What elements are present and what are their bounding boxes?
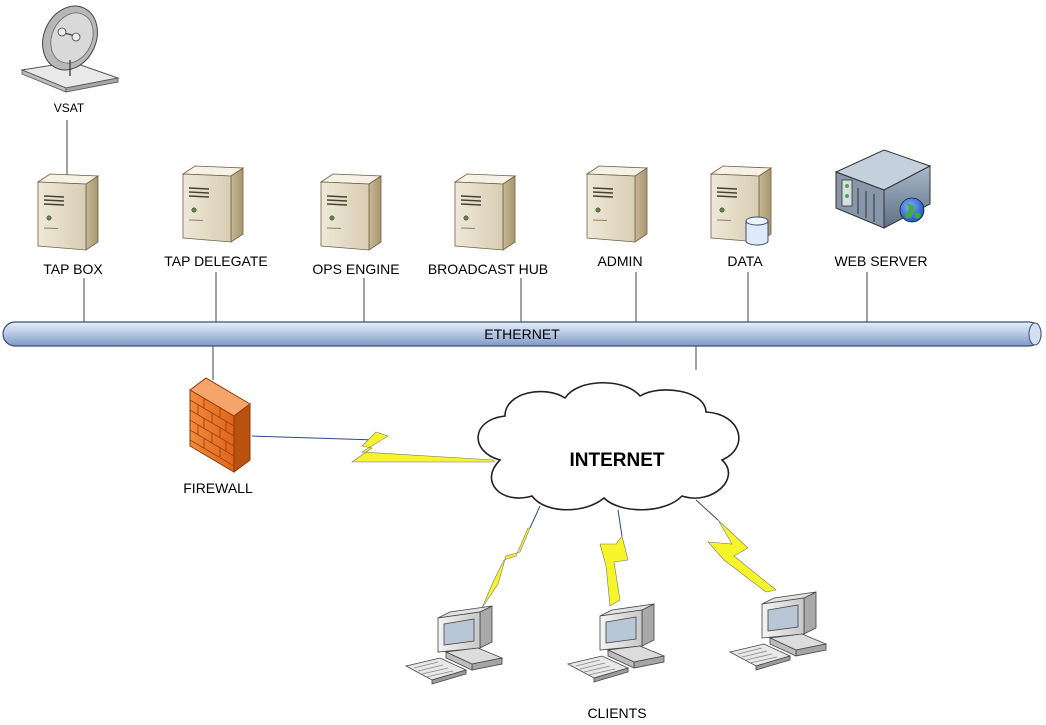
tower-server-icon [182, 165, 244, 243]
data-label: DATA [727, 253, 763, 269]
lightning-link-client-2 [599, 509, 629, 607]
rack-server-icon [834, 149, 932, 229]
web-server-node: WEB SERVER [834, 149, 932, 269]
cloud-icon [477, 381, 740, 511]
globe-icon [899, 197, 925, 223]
ops-engine-node: OPS ENGINE [312, 173, 400, 277]
tower-server-icon [586, 165, 648, 243]
tower-server-icon [37, 173, 99, 251]
wireless-links [251, 431, 777, 609]
firewall-icon [189, 377, 251, 473]
data-node: DATA [710, 165, 772, 269]
web-server-label: WEB SERVER [834, 253, 927, 269]
ethernet-label: ETHERNET [484, 326, 560, 342]
tap-box-node: TAP BOX [37, 173, 103, 277]
clients-group: CLIENTS [405, 591, 827, 721]
internet-label: INTERNET [570, 450, 665, 471]
vsat-node: VSAT [20, 5, 120, 115]
tap-delegate-node: TAP DELEGATE [164, 165, 268, 269]
tower-server-icon [320, 173, 382, 251]
tap-box-label: TAP BOX [43, 261, 103, 277]
firewall-node: FIREWALL [183, 377, 253, 496]
desktop-computer-icon [567, 603, 665, 683]
tap-delegate-label: TAP DELEGATE [164, 253, 267, 269]
lightning-link-firewall [251, 431, 495, 463]
database-icon [745, 216, 769, 246]
firewall-label: FIREWALL [183, 480, 253, 496]
admin-label: ADMIN [597, 253, 642, 269]
ethernet-bus: ETHERNET [2, 321, 1042, 347]
broadcast-hub-label: BROADCAST HUB [428, 261, 548, 277]
internet-node: INTERNET [477, 381, 740, 511]
tower-server-icon [454, 173, 516, 251]
clients-label: CLIENTS [587, 705, 646, 721]
satellite-dish-icon [20, 5, 120, 93]
ops-engine-label: OPS ENGINE [312, 261, 399, 277]
vsat-label: VSAT [54, 101, 85, 115]
desktop-computer-icon [729, 591, 827, 671]
admin-node: ADMIN [586, 165, 648, 269]
broadcast-hub-node: BROADCAST HUB [428, 173, 548, 277]
lightning-link-client-3 [695, 499, 777, 593]
lightning-link-client-1 [481, 505, 541, 609]
desktop-computer-icon [405, 605, 503, 685]
connection-lines [66, 120, 868, 380]
